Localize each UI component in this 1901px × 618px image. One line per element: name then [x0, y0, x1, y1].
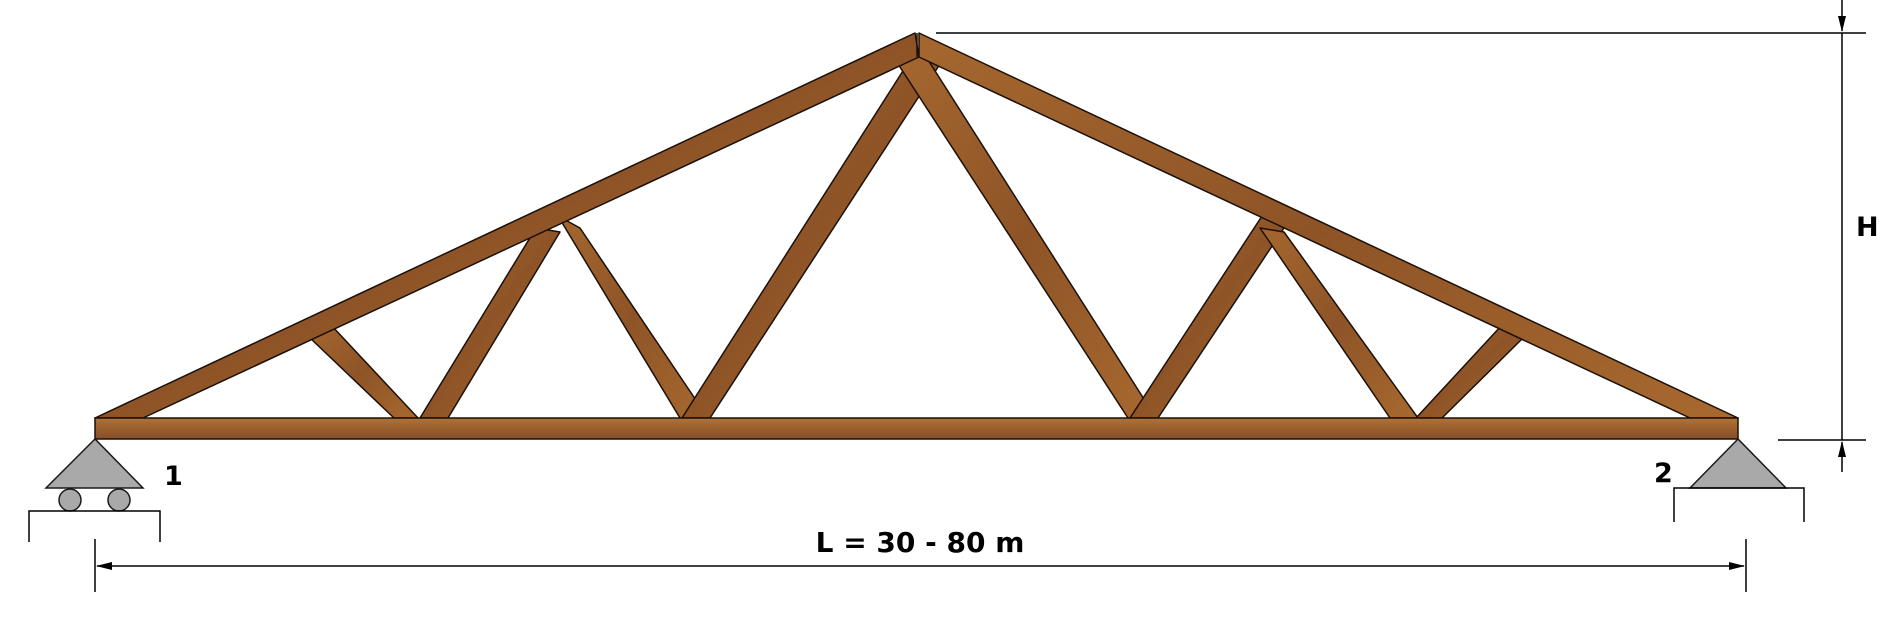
roller-wheel-right — [107, 488, 131, 512]
height-dimension — [936, 0, 1866, 472]
web-member-3 — [557, 215, 709, 419]
span-label: L = 30 - 80 m — [816, 526, 1025, 559]
support-left-roller — [28, 437, 161, 542]
ground-right — [1673, 487, 1805, 522]
support-right-label: 2 — [1654, 458, 1673, 489]
top-chord-left — [94, 32, 920, 419]
truss-web — [308, 51, 1525, 419]
bottom-chord — [94, 417, 1739, 440]
support-left-label: 1 — [164, 461, 183, 492]
support-right-pin — [1673, 437, 1805, 522]
roller-wheel-left — [58, 488, 82, 512]
span-dimension — [94, 539, 1747, 592]
support-right-triangle — [1688, 437, 1788, 489]
ground-left — [28, 510, 161, 542]
web-member-1 — [308, 324, 419, 419]
web-member-8 — [1415, 324, 1525, 419]
support-left-triangle — [44, 437, 145, 489]
web-member-6 — [1129, 215, 1285, 419]
top-chord-right — [918, 32, 1739, 419]
height-label: H — [1856, 212, 1879, 243]
